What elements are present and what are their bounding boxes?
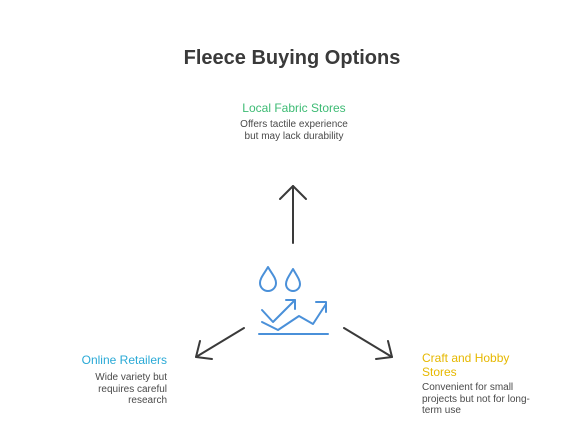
trend-arrowhead-back-icon (285, 299, 296, 310)
arrow-down-right (343, 327, 393, 360)
option-craft-hobby-stores-description: Convenient for small projects but not fo… (422, 382, 530, 416)
arrow-down-left (195, 327, 245, 360)
option-craft-hobby-stores-label: Craft and Hobby Stores (422, 351, 510, 379)
trend-line-back-icon (261, 299, 296, 323)
diagram-title: Fleece Buying Options (183, 47, 401, 69)
trend-arrowhead-front-icon (315, 301, 327, 313)
option-local-fabric-stores-label: Local Fabric Stores (242, 101, 346, 115)
option-online-retailers-label: Online Retailers (81, 353, 167, 367)
option-local-fabric-stores-description: Offers tactile experience but may lack d… (240, 119, 348, 142)
trend-line-front-icon (261, 303, 327, 331)
arrow-up (279, 185, 307, 244)
water-drops-trend-icon (258, 266, 329, 335)
water-drop-right-icon (285, 268, 301, 292)
water-drop-left-icon (259, 266, 277, 292)
option-online-retailers-description: Wide variety but requires careful resear… (95, 372, 167, 406)
